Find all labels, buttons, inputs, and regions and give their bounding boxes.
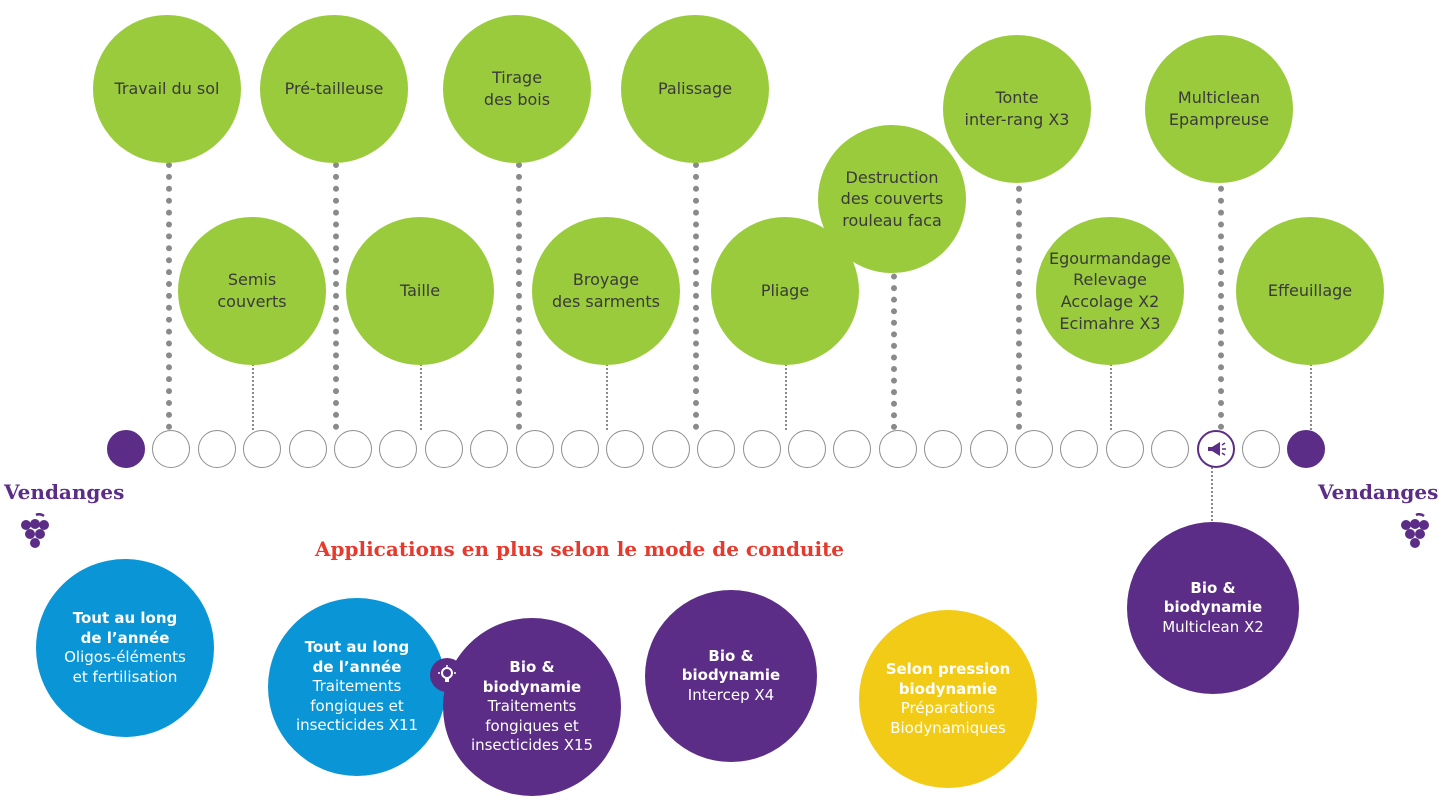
step-tonte-inter-rang: Tonte inter-rang X3 bbox=[943, 35, 1091, 183]
connector-bio-multiclean bbox=[1211, 460, 1213, 524]
timeline-node bbox=[470, 430, 508, 468]
vendanges-start-label: Vendanges bbox=[4, 480, 125, 504]
card-bio-traitements-x15: Bio & biodynamie Traitements fongiques e… bbox=[443, 618, 621, 796]
step-taille: Taille bbox=[346, 217, 494, 365]
connector-egourmandage bbox=[1110, 364, 1112, 430]
timeline-node bbox=[652, 430, 690, 468]
timeline-node bbox=[606, 430, 644, 468]
grape-icon bbox=[1401, 513, 1429, 548]
step-palissage: Palissage bbox=[621, 15, 769, 163]
timeline-node bbox=[289, 430, 327, 468]
timeline-node bbox=[243, 430, 281, 468]
card-bio-multiclean: Bio & biodynamie Multiclean X2 bbox=[1127, 522, 1299, 694]
timeline-node bbox=[379, 430, 417, 468]
lightbulb-icon bbox=[430, 658, 464, 692]
timeline-end-node bbox=[1287, 430, 1325, 468]
connector-semis bbox=[252, 364, 254, 430]
timeline-node bbox=[561, 430, 599, 468]
timeline-node bbox=[334, 430, 372, 468]
connector-tonte bbox=[1016, 162, 1022, 430]
timeline-node bbox=[198, 430, 236, 468]
step-destruction-des-couverts: Destruction des couverts rouleau faca bbox=[818, 125, 966, 273]
connector-multiclean bbox=[1218, 162, 1224, 430]
connector-broyage bbox=[606, 364, 608, 430]
timeline-node bbox=[1015, 430, 1053, 468]
connector-palissage bbox=[693, 162, 699, 430]
connector-taille bbox=[420, 364, 422, 430]
step-effeuillage: Effeuillage bbox=[1236, 217, 1384, 365]
timeline-node bbox=[425, 430, 463, 468]
timeline-node bbox=[1151, 430, 1189, 468]
step-travail-du-sol: Travail du sol bbox=[93, 15, 241, 163]
connector-pretailleuse bbox=[333, 162, 339, 430]
step-multiclean-epampreuse: Multiclean Epampreuse bbox=[1145, 35, 1293, 183]
step-pre-tailleuse: Pré-tailleuse bbox=[260, 15, 408, 163]
applications-banner: Applications en plus selon le mode de co… bbox=[315, 537, 845, 561]
step-tirage-des-bois: Tirage des bois bbox=[443, 15, 591, 163]
connector-travail bbox=[166, 162, 172, 430]
timeline-node bbox=[1060, 430, 1098, 468]
megaphone-icon bbox=[1197, 430, 1235, 468]
grape-icon bbox=[21, 513, 49, 548]
timeline-node bbox=[1242, 430, 1280, 468]
timeline-node bbox=[516, 430, 554, 468]
timeline-node bbox=[879, 430, 917, 468]
timeline-start-node bbox=[107, 430, 145, 468]
timeline-node bbox=[788, 430, 826, 468]
vendanges-end-label: Vendanges bbox=[1318, 480, 1439, 504]
connector-tirage bbox=[516, 162, 522, 430]
timeline-node bbox=[743, 430, 781, 468]
card-preparations-biodynamiques: Selon pression biodynamie Préparations B… bbox=[859, 610, 1037, 788]
timeline-node bbox=[152, 430, 190, 468]
connector-pliage bbox=[785, 364, 787, 430]
card-traitements-x11: Tout au long de l’année Traitements fong… bbox=[268, 598, 446, 776]
step-egourmandage: Egourmandage Relevage Accolage X2 Ecimah… bbox=[1036, 217, 1184, 365]
timeline-node bbox=[697, 430, 735, 468]
connector-effeuillage bbox=[1310, 364, 1312, 430]
timeline-node bbox=[833, 430, 871, 468]
card-oligos-elements: Tout au long de l’année Oligos-éléments … bbox=[36, 559, 214, 737]
timeline-node bbox=[924, 430, 962, 468]
step-broyage-des-sarments: Broyage des sarments bbox=[532, 217, 680, 365]
timeline-node bbox=[970, 430, 1008, 468]
timeline-node bbox=[1106, 430, 1144, 468]
card-bio-intercep: Bio & biodynamie Intercep X4 bbox=[645, 590, 817, 762]
step-semis-couverts: Semis couverts bbox=[178, 217, 326, 365]
connector-destruction bbox=[891, 262, 897, 430]
